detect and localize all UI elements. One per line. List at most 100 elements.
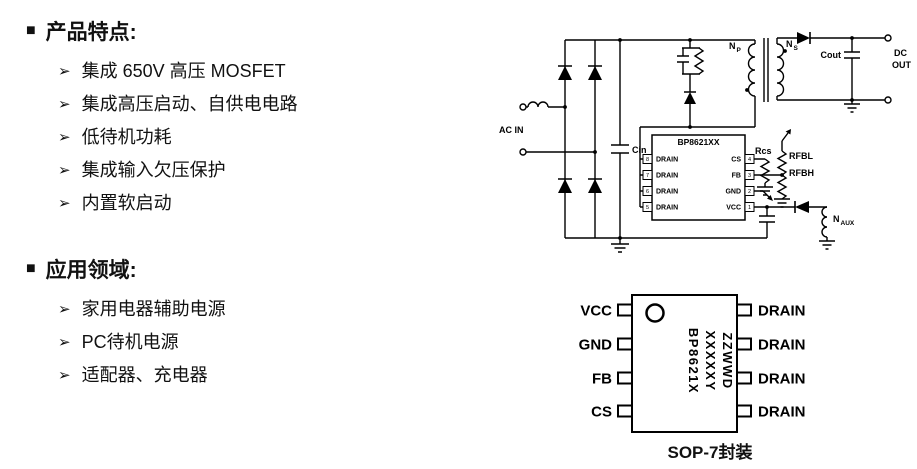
pin-number: 4 <box>748 157 751 163</box>
package-pin-label: DRAIN <box>758 337 806 354</box>
application-item: ➢ PC待机电源 <box>58 326 226 359</box>
package-pin-labels-right: DRAIN DRAIN DRAIN DRAIN <box>758 303 806 421</box>
ac-terminal <box>519 148 527 156</box>
package-pin-label: VCC <box>580 303 612 320</box>
ic-body <box>651 134 746 221</box>
controller-ic: BP8621XX 8 7 6 5 4 3 2 1 DRAIN DRAIN DRA… <box>642 134 755 221</box>
package-pin-label: CS <box>591 404 612 421</box>
terminals <box>519 34 892 156</box>
np-subscript: P <box>737 47 742 54</box>
package-pin-label: DRAIN <box>758 303 806 320</box>
package-pin-labels-left: VCC GND FB CS <box>579 303 613 421</box>
fuse-symbol <box>527 101 549 108</box>
applications-section: ■ 应用领域: ➢ 家用电器辅助电源 ➢ PC待机电源 ➢ 适配器、充电器 <box>26 254 226 392</box>
package-pin-label: DRAIN <box>758 404 806 421</box>
marking-line: XXXXXY <box>703 330 718 391</box>
ic-part-number: BP8621XX <box>677 137 719 147</box>
pin-number: 1 <box>748 205 751 211</box>
applications-title: ■ 应用领域: <box>26 254 226 284</box>
application-item-text: 家用电器辅助电源 <box>81 299 226 319</box>
package-pin <box>617 337 633 351</box>
transformer-core <box>763 38 769 102</box>
grounds <box>611 103 860 253</box>
package-pin <box>736 303 752 317</box>
features-title: ■ 产品特点: <box>26 16 298 46</box>
pin-box <box>744 154 755 164</box>
pin-label: DRAIN <box>656 205 678 212</box>
junction-dot <box>563 36 854 240</box>
feature-item: ➢ 集成高压启动、自供电电路 <box>58 88 298 121</box>
transformer <box>747 38 828 238</box>
pin-number: 8 <box>646 157 649 163</box>
arrow-bullet-icon: ➢ <box>58 334 71 351</box>
pin-box <box>642 154 653 164</box>
fuse <box>527 101 549 108</box>
sense-arrows <box>762 129 791 201</box>
arrow-bullet-icon: ➢ <box>58 195 71 212</box>
package-caption: SOP-7封装 <box>667 443 753 462</box>
dc-terminal <box>884 96 892 104</box>
pin-number: 7 <box>646 173 649 179</box>
package-pin-label: FB <box>592 371 612 388</box>
application-item-text: 适配器、充电器 <box>81 365 208 385</box>
arrow-bullet-icon: ➢ <box>58 162 71 179</box>
package-pin <box>617 303 633 317</box>
schematic-wires <box>526 37 885 244</box>
pin-label: GND <box>725 189 741 196</box>
pin-box <box>744 170 755 180</box>
feature-item-text: 内置软启动 <box>81 193 172 213</box>
feature-item: ➢ 内置软启动 <box>58 187 298 220</box>
schematic-labels: AC IN Cin N P N S Cout DC OUT Rcs RFBL R… <box>499 39 912 227</box>
diode-bars <box>558 32 811 213</box>
package-pin <box>736 337 752 351</box>
package-pin <box>736 371 752 385</box>
dc-out-label-line1: DC <box>894 48 907 58</box>
capacitor-plates <box>611 51 860 223</box>
resistors <box>693 47 788 200</box>
arrow-head-icon <box>785 129 791 135</box>
package-pin <box>736 404 752 418</box>
ac-in-label: AC IN <box>499 125 524 135</box>
arrow-bullet-icon: ➢ <box>58 129 71 146</box>
package-pins-right <box>736 303 752 418</box>
arrow-bullet-icon: ➢ <box>58 367 71 384</box>
features-title-text: 产品特点: <box>45 21 137 44</box>
package-pin <box>617 371 633 385</box>
dc-out-label-line2: OUT <box>892 60 912 70</box>
junction-dots <box>563 36 854 240</box>
arrow-bullet-icon: ➢ <box>58 301 71 318</box>
rfbh-label: RFBH <box>789 168 814 178</box>
pin-box <box>642 202 653 212</box>
applications-list: ➢ 家用电器辅助电源 ➢ PC待机电源 ➢ 适配器、充电器 <box>58 293 226 392</box>
application-item-text: PC待机电源 <box>81 332 179 352</box>
feature-item: ➢ 集成 650V 高压 MOSFET <box>58 55 298 88</box>
pin-number: 6 <box>646 189 649 195</box>
ns-subscript: S <box>794 45 799 52</box>
bridge-rectifier <box>558 32 811 213</box>
package-diagram: VCC GND FB CS DRAIN DRAIN DRAIN DRAIN BP… <box>579 294 806 433</box>
package-pin-label: DRAIN <box>758 371 806 388</box>
package-pin-label: GND <box>579 337 613 354</box>
pin-label: CS <box>731 157 741 164</box>
feature-item-text: 集成 650V 高压 MOSFET <box>81 61 286 81</box>
pin-label: DRAIN <box>656 157 678 164</box>
package-marking: BP8621X XXXXXY ZZWWD <box>686 328 735 394</box>
features-section: ■ 产品特点: ➢ 集成 650V 高压 MOSFET ➢ 集成高压启动、自供电… <box>26 16 298 220</box>
pin-box <box>642 170 653 180</box>
application-circuit-schematic: BP8621XX 8 7 6 5 4 3 2 1 DRAIN DRAIN DRA… <box>499 32 912 253</box>
feature-item: ➢ 低待机功耗 <box>58 121 298 154</box>
arrow-bullet-icon: ➢ <box>58 96 71 113</box>
square-marker-icon: ■ <box>26 260 36 277</box>
application-item: ➢ 家用电器辅助电源 <box>58 293 226 326</box>
applications-title-text: 应用领域: <box>45 259 137 282</box>
package-pin <box>617 404 633 418</box>
package-pins-left <box>617 303 633 418</box>
feature-item: ➢ 集成输入欠压保护 <box>58 154 298 187</box>
cin-label: Cin <box>632 145 647 155</box>
marking-line: BP8621X <box>686 328 701 394</box>
capacitors <box>611 51 860 223</box>
naux-subscript: AUX <box>841 220 855 227</box>
pin-box <box>642 186 653 196</box>
dc-terminal <box>884 34 892 42</box>
pin-label: DRAIN <box>656 189 678 196</box>
